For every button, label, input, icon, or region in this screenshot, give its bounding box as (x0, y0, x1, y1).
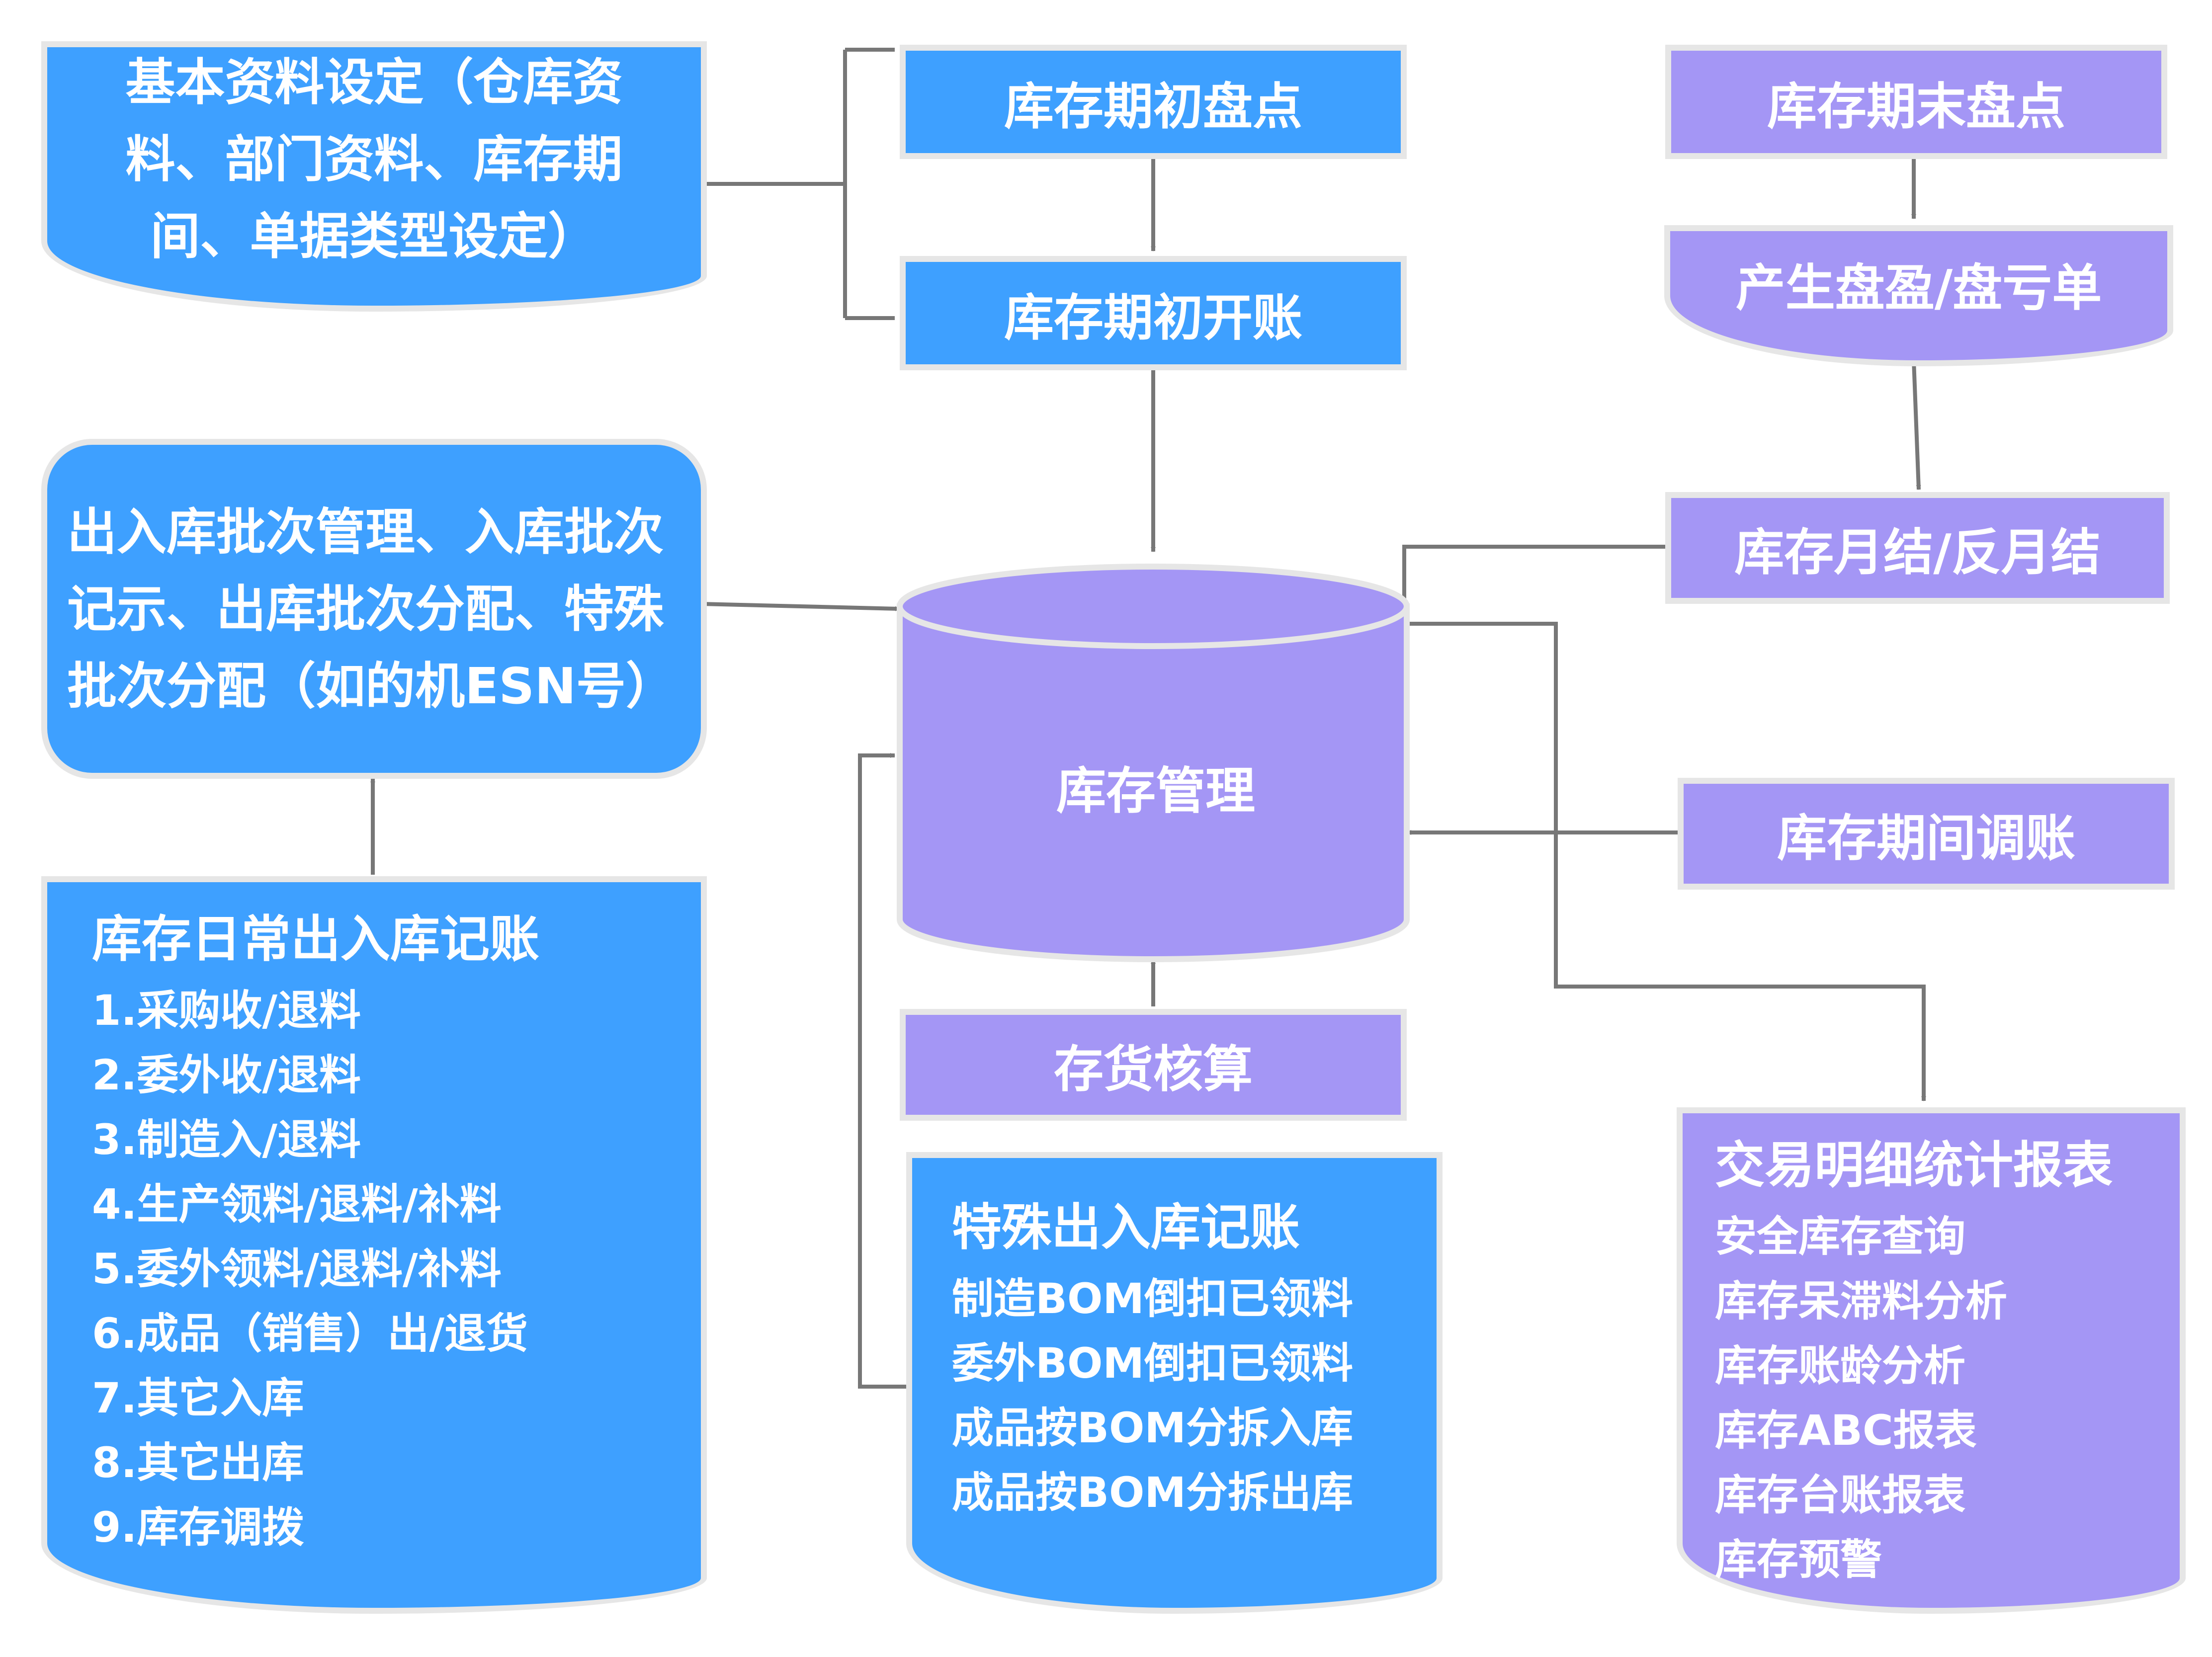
period-init-open-label: 库存期初开账 (1004, 288, 1302, 347)
daily-item: 8.其它出库 (92, 1438, 304, 1487)
basic-setup-label: 基本资料设定（仓库资料、部门资料、库存期间、单据类型设定） (125, 53, 623, 265)
period-adjust-label: 库存期间调账 (1777, 809, 2075, 867)
daily-item: 4.生产领料/退料/补料 (92, 1180, 502, 1229)
basic-setup-node: 基本资料设定（仓库资料、部门资料、库存期间、单据类型设定） (47, 47, 701, 306)
connector-batch-to-db (700, 602, 900, 611)
daily-item: 5.委外领料/退料/补料 (92, 1244, 502, 1293)
special-item: 委外BOM倒扣已领料 (952, 1339, 1354, 1388)
period-end-count-label: 库存期末盘点 (1767, 77, 2065, 136)
special-item: 制造BOM倒扣已领料 (952, 1274, 1354, 1323)
batch-management-label: 出入库批次管理、入库批次记示、出库批次分配、特殊批次分配（如的机ESN号） (67, 502, 676, 715)
connector-special-to-db (858, 753, 910, 1389)
report-item: 库存账龄分析 (1715, 1341, 1966, 1390)
reports-node: 交易明细统计报表 安全库存查询 库存呆滞料分析 库存账龄分析 库存ABC报表 库… (1683, 1113, 2180, 1608)
daily-accounting-title: 库存日常出入库记账 (92, 910, 539, 968)
report-item: 库存台账报表 (1715, 1471, 1966, 1519)
report-item: 安全库存查询 (1715, 1212, 1966, 1261)
period-init-count-node: 库存期初盘点 (900, 45, 1407, 159)
special-accounting-node: 特殊出入库记账 制造BOM倒扣已领料 委外BOM倒扣已领料 成品按BOM分拆入库… (912, 1158, 1437, 1608)
daily-item: 2.委外收/退料 (92, 1051, 361, 1099)
reports-title: 交易明细统计报表 (1715, 1136, 2113, 1194)
batch-management-node: 出入库批次管理、入库批次记示、出库批次分配、特殊批次分配（如的机ESN号） (47, 445, 701, 773)
daily-accounting-node: 库存日常出入库记账 1.采购收/退料 2.委外收/退料 3.制造入/退料 4.生… (47, 882, 701, 1608)
special-accounting-title: 特殊出入库记账 (952, 1198, 1300, 1256)
inventory-database-cylinder (897, 564, 1410, 962)
cost-accounting-label: 存货核算 (1054, 1040, 1253, 1098)
special-item: 成品按BOM分拆入库 (952, 1404, 1354, 1452)
daily-item: 3.制造入/退料 (92, 1115, 361, 1164)
report-item: 库存预警 (1715, 1535, 1882, 1584)
daily-item: 6.成品（销售）出/退货 (92, 1309, 528, 1358)
inventory-management-label: 库存管理 (1056, 762, 1255, 820)
period-adjust-node: 库存期间调账 (1678, 778, 2175, 890)
cost-accounting-node: 存货核算 (900, 1009, 1407, 1121)
period-init-count-label: 库存期初盘点 (1004, 77, 1302, 136)
daily-item: 7.其它入库 (92, 1374, 304, 1422)
connector-monthclose-to-db (1402, 545, 1665, 751)
report-item: 库存呆滞料分析 (1715, 1277, 2008, 1326)
period-init-open-node: 库存期初开账 (900, 256, 1407, 370)
daily-item: 1.采购收/退料 (92, 986, 361, 1035)
report-item: 库存ABC报表 (1715, 1406, 1977, 1455)
connector-gainloss-to-monthclose (1912, 360, 1921, 490)
gain-loss-node: 产生盘盈/盘亏单 (1670, 231, 2167, 360)
daily-item: 9.库存调拨 (92, 1503, 304, 1552)
month-close-label: 库存月结/反月结 (1734, 523, 2101, 581)
special-item: 成品按BOM分拆出库 (952, 1468, 1354, 1517)
month-close-node: 库存月结/反月结 (1665, 492, 2170, 604)
period-end-count-node: 库存期末盘点 (1665, 45, 2167, 159)
gain-loss-label: 产生盘盈/盘亏单 (1735, 258, 2102, 317)
connector-setup-bracket (701, 48, 895, 320)
